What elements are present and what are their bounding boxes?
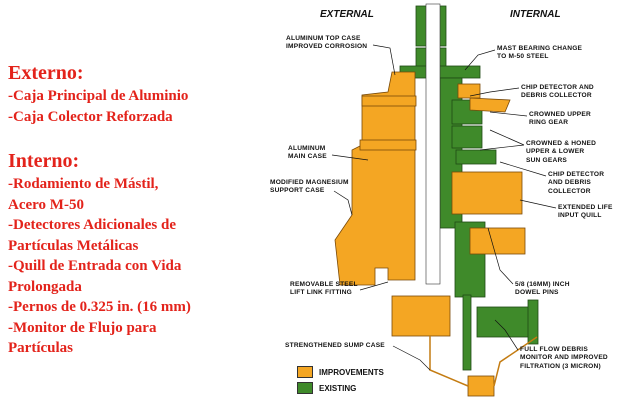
interno-line: -Pernos de 0.325 in. (16 mm) bbox=[8, 299, 191, 315]
externo-section: Externo: -Caja Principal de Aluminio -Ca… bbox=[8, 60, 188, 127]
mast-shaft bbox=[425, 3, 441, 285]
interno-line: -Quill de Entrada con Vida bbox=[8, 258, 182, 274]
interno-line: Prolongada bbox=[8, 278, 82, 295]
label-sump-case: STRENGTHENED SUMP CASE bbox=[285, 342, 385, 349]
externo-item: -Caja Colector Reforzada bbox=[8, 108, 173, 125]
legend-swatch-existing bbox=[297, 382, 313, 394]
externo-item: -Caja Principal de Aluminio bbox=[8, 88, 189, 104]
interno-line: Partículas bbox=[8, 340, 73, 356]
interno-line: Partículas Metálicas bbox=[8, 237, 139, 254]
interno-title: Interno: bbox=[8, 150, 80, 172]
legend-existing: EXISTING bbox=[319, 384, 357, 393]
interno-line: -Rodamiento de Mástil, bbox=[8, 176, 159, 192]
interno-line: -Detectores Adicionales de bbox=[8, 217, 177, 233]
legend-improvements: IMPROVEMENTS bbox=[319, 368, 384, 377]
internal-header: INTERNAL bbox=[510, 9, 561, 20]
external-header: EXTERNAL bbox=[320, 9, 374, 20]
interno-line: Acero M-50 bbox=[8, 196, 84, 213]
externo-title: Externo: bbox=[8, 62, 84, 84]
leader-lines bbox=[331, 44, 557, 371]
interno-line: -Monitor de Flujo para bbox=[8, 319, 157, 336]
improvement-parts bbox=[334, 71, 538, 397]
legend-swatch-improvements bbox=[297, 366, 313, 378]
interno-section: Interno: -Rodamiento de Mástil, Acero M-… bbox=[8, 148, 191, 359]
